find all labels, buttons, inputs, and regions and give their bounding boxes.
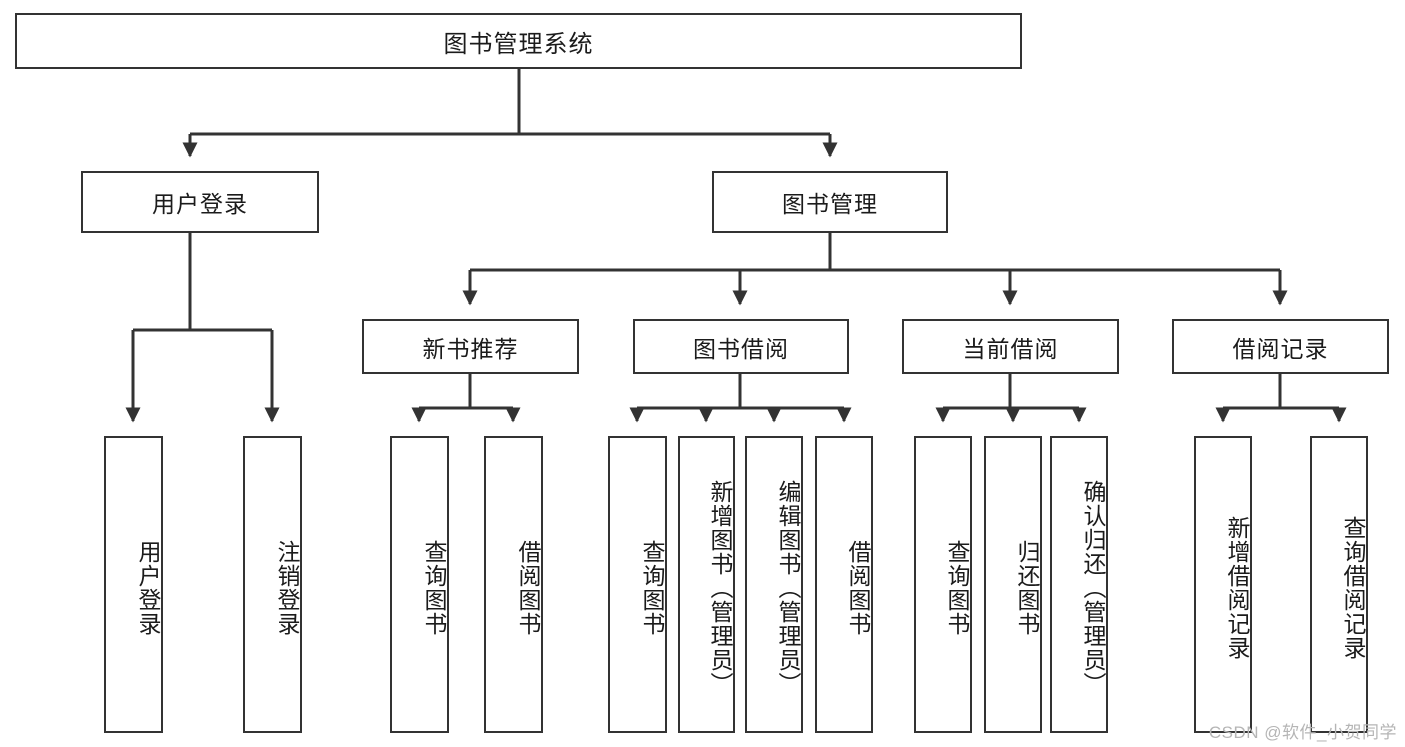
node-leaf-query-book-3[interactable]: 查询图书 <box>914 436 972 733</box>
node-borrow-record-label: 借阅记录 <box>1232 335 1329 362</box>
node-leaf-add-book-admin-label: 新增图书（管理员） <box>707 479 733 696</box>
node-leaf-return-book-label: 归还图书 <box>1014 539 1040 636</box>
node-leaf-confirm-return-admin[interactable]: 确认归还（管理员） <box>1050 436 1108 733</box>
node-leaf-query-borrow-record[interactable]: 查询借阅记录 <box>1310 436 1368 733</box>
node-leaf-logout-login-label: 注销登录 <box>274 539 300 636</box>
watermark: CSDN @软件_小贺同学 <box>1208 723 1397 742</box>
node-book-borrow-label: 图书借阅 <box>693 335 789 362</box>
node-leaf-query-borrow-record-label: 查询借阅记录 <box>1340 515 1366 660</box>
node-leaf-query-book-2[interactable]: 查询图书 <box>608 436 667 733</box>
node-root[interactable]: 图书管理系统 <box>15 13 1022 69</box>
node-borrow-record[interactable]: 借阅记录 <box>1172 319 1389 374</box>
node-leaf-borrow-book-2[interactable]: 借阅图书 <box>815 436 873 733</box>
node-user-login-label: 用户登录 <box>152 191 248 217</box>
node-book-manage-label: 图书管理 <box>782 191 878 217</box>
node-leaf-return-book[interactable]: 归还图书 <box>984 436 1042 733</box>
node-leaf-user-login-label: 用户登录 <box>135 539 161 636</box>
node-leaf-edit-book-admin[interactable]: 编辑图书（管理员） <box>745 436 803 733</box>
node-leaf-query-book-3-label: 查询图书 <box>944 539 970 636</box>
node-leaf-borrow-book-1[interactable]: 借阅图书 <box>484 436 543 733</box>
node-book-borrow[interactable]: 图书借阅 <box>633 319 849 374</box>
node-new-book-recommend[interactable]: 新书推荐 <box>362 319 579 374</box>
node-leaf-add-borrow-record[interactable]: 新增借阅记录 <box>1194 436 1252 733</box>
node-leaf-borrow-book-1-label: 借阅图书 <box>515 539 541 636</box>
node-current-borrow[interactable]: 当前借阅 <box>902 319 1119 374</box>
node-leaf-edit-book-admin-label: 编辑图书（管理员） <box>775 479 801 696</box>
node-new-book-recommend-label: 新书推荐 <box>422 335 519 362</box>
node-leaf-add-borrow-record-label: 新增借阅记录 <box>1224 515 1250 660</box>
node-leaf-add-book-admin[interactable]: 新增图书（管理员） <box>678 436 735 733</box>
node-book-manage[interactable]: 图书管理 <box>712 171 948 233</box>
node-current-borrow-label: 当前借阅 <box>962 335 1059 362</box>
node-leaf-logout-login[interactable]: 注销登录 <box>243 436 302 733</box>
node-leaf-query-book-2-label: 查询图书 <box>639 539 665 636</box>
node-leaf-confirm-return-admin-label: 确认归还（管理员） <box>1080 479 1106 696</box>
node-root-label: 图书管理系统 <box>443 30 594 58</box>
node-leaf-query-book-1[interactable]: 查询图书 <box>390 436 449 733</box>
node-user-login[interactable]: 用户登录 <box>81 171 319 233</box>
node-leaf-borrow-book-2-label: 借阅图书 <box>845 539 871 636</box>
node-leaf-user-login[interactable]: 用户登录 <box>104 436 163 733</box>
node-leaf-query-book-1-label: 查询图书 <box>421 539 447 636</box>
